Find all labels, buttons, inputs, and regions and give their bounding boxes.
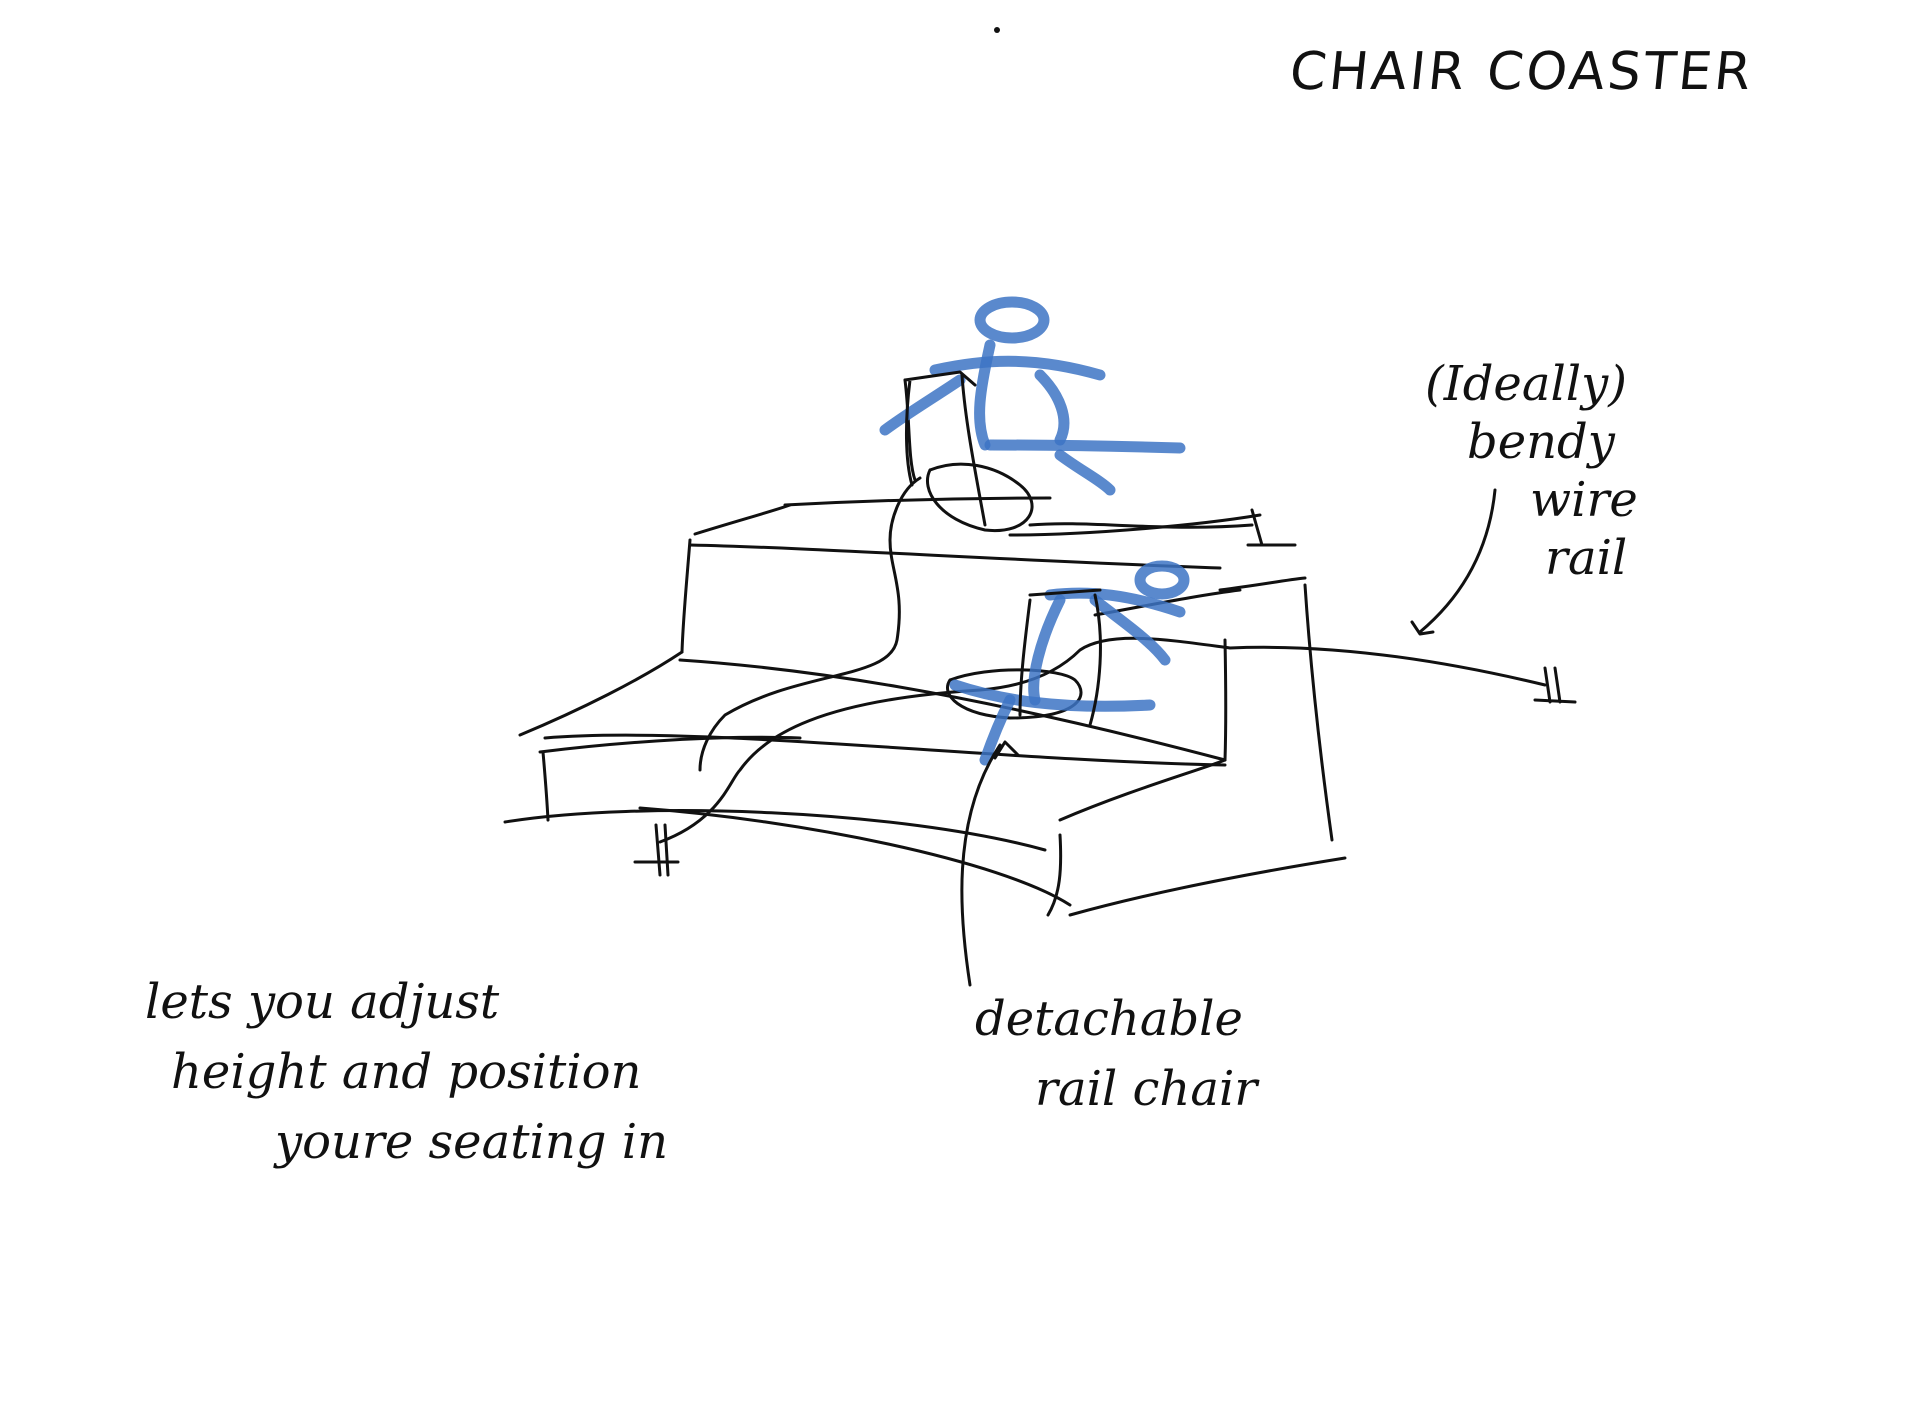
- seat-front-top: [538, 735, 802, 754]
- backrest-left-side: [680, 538, 692, 654]
- upper-rider-chair: [903, 370, 987, 527]
- lower-rider-head: [1134, 560, 1190, 600]
- lower-rider-chair: [1018, 588, 1102, 727]
- lower-rider-figure: [949, 560, 1190, 766]
- sofa-outline: [503, 496, 1347, 917]
- upper-rider-shin: [1054, 449, 1116, 496]
- rail-left-anchor: [633, 823, 680, 877]
- upper-rider-torso: [974, 339, 996, 451]
- stray-dot: [994, 27, 1000, 33]
- note-adjust-height: lets you adjust height and position your…: [145, 978, 668, 1166]
- upper-rider-legs: [984, 439, 1186, 454]
- rail-loop-top: [925, 462, 1034, 533]
- seat-left-side: [541, 750, 550, 822]
- upper-step-right-top: [1218, 576, 1307, 592]
- backrest-front-line: [688, 543, 1222, 570]
- note-chair-line: rail chair: [1035, 1061, 1258, 1117]
- seat-mid-line: [543, 733, 1227, 767]
- lower-rider-legs: [949, 679, 1156, 712]
- upper-rider-arm-right: [1034, 369, 1070, 446]
- lower-rider-torso: [1028, 594, 1066, 706]
- wire-rail: [633, 378, 1577, 877]
- right-box-bottom: [1068, 856, 1347, 917]
- seat-front-curve: [503, 809, 1047, 852]
- upper-rider-shoulders: [929, 355, 1106, 381]
- upper-rider-figure: [879, 296, 1186, 527]
- rail-right-end: [1028, 522, 1254, 529]
- right-box-inner-vertical: [1223, 638, 1228, 762]
- lower-rider-shin: [979, 694, 1016, 766]
- note-detachable-chair: detachable rail chair: [975, 995, 1257, 1113]
- rail-back-left: [903, 378, 917, 482]
- lower-rider-arm: [1089, 594, 1171, 666]
- front-leg-vertical: [1046, 833, 1063, 917]
- arrow-detachable-chair: [960, 740, 1020, 987]
- right-box-top: [1058, 758, 1227, 822]
- arrow-bendy-rail: [1410, 488, 1497, 636]
- note-adjust-line: height and position: [171, 1044, 642, 1100]
- note-adjust-line: youre seating in: [275, 1114, 668, 1170]
- rail-descent: [698, 476, 922, 772]
- note-rail-line: bendy: [1467, 414, 1615, 470]
- right-box-vertical: [1303, 583, 1334, 842]
- backrest-top-line: [783, 496, 1052, 507]
- sketch-title: CHAIR COASTER: [1286, 42, 1757, 102]
- upper-rider-head: [974, 296, 1050, 344]
- backrest-top-edge: [693, 503, 792, 536]
- upper-step-edge: [518, 650, 684, 737]
- upper-rider-arm-left: [879, 374, 966, 436]
- note-rail-line: wire: [1530, 472, 1638, 528]
- base-front-curve: [638, 806, 1072, 907]
- note-chair-line: detachable: [975, 991, 1243, 1047]
- note-rail-line: rail: [1545, 530, 1628, 586]
- seat-back-line: [678, 658, 1227, 762]
- rail-right-anchor: [1246, 508, 1297, 547]
- note-adjust-line: lets you adjust: [145, 974, 500, 1030]
- note-rail-line: (Ideally): [1425, 356, 1627, 412]
- rail-main-curve: [658, 636, 1547, 844]
- rail-far-anchor: [1533, 666, 1577, 704]
- rail-upper-loop: [1008, 513, 1262, 537]
- note-bendy-wire-rail: (Ideally) bendy wire rail: [1425, 360, 1638, 582]
